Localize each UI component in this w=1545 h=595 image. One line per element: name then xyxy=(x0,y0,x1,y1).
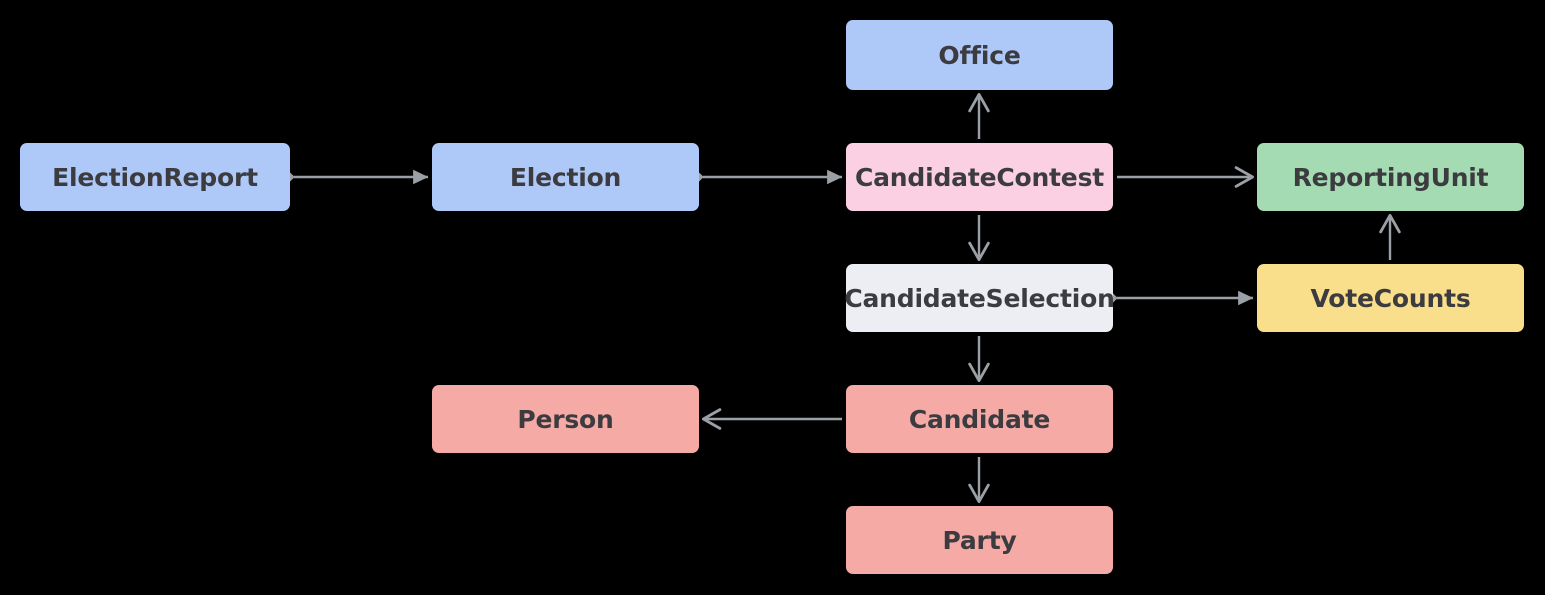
entity-label-office: Office xyxy=(938,40,1021,70)
entity-label-election-report: ElectionReport xyxy=(52,162,258,192)
entity-node-election-report[interactable]: ElectionReport xyxy=(20,143,290,211)
entity-node-office[interactable]: Office xyxy=(846,20,1113,90)
entity-label-person: Person xyxy=(517,404,614,434)
entity-node-vote-counts[interactable]: VoteCounts xyxy=(1257,264,1524,332)
entity-label-candidate: Candidate xyxy=(908,404,1051,434)
entity-node-party[interactable]: Party xyxy=(846,506,1113,574)
entity-label-election: Election xyxy=(509,162,622,192)
entity-label-candidate-selection: CandidateSelection xyxy=(844,283,1115,313)
entity-label-party: Party xyxy=(942,525,1017,555)
entity-label-candidate-contest: CandidateContest xyxy=(854,162,1104,192)
entity-label-vote-counts: VoteCounts xyxy=(1310,283,1471,313)
entity-node-reporting-unit[interactable]: ReportingUnit xyxy=(1257,143,1524,211)
entity-label-reporting-unit: ReportingUnit xyxy=(1292,162,1489,192)
entity-node-candidate-contest[interactable]: CandidateContest xyxy=(846,143,1113,211)
entity-node-person[interactable]: Person xyxy=(432,385,699,453)
entity-node-candidate[interactable]: Candidate xyxy=(846,385,1113,453)
entity-node-candidate-selection[interactable]: CandidateSelection xyxy=(844,264,1115,332)
entity-node-election[interactable]: Election xyxy=(432,143,699,211)
